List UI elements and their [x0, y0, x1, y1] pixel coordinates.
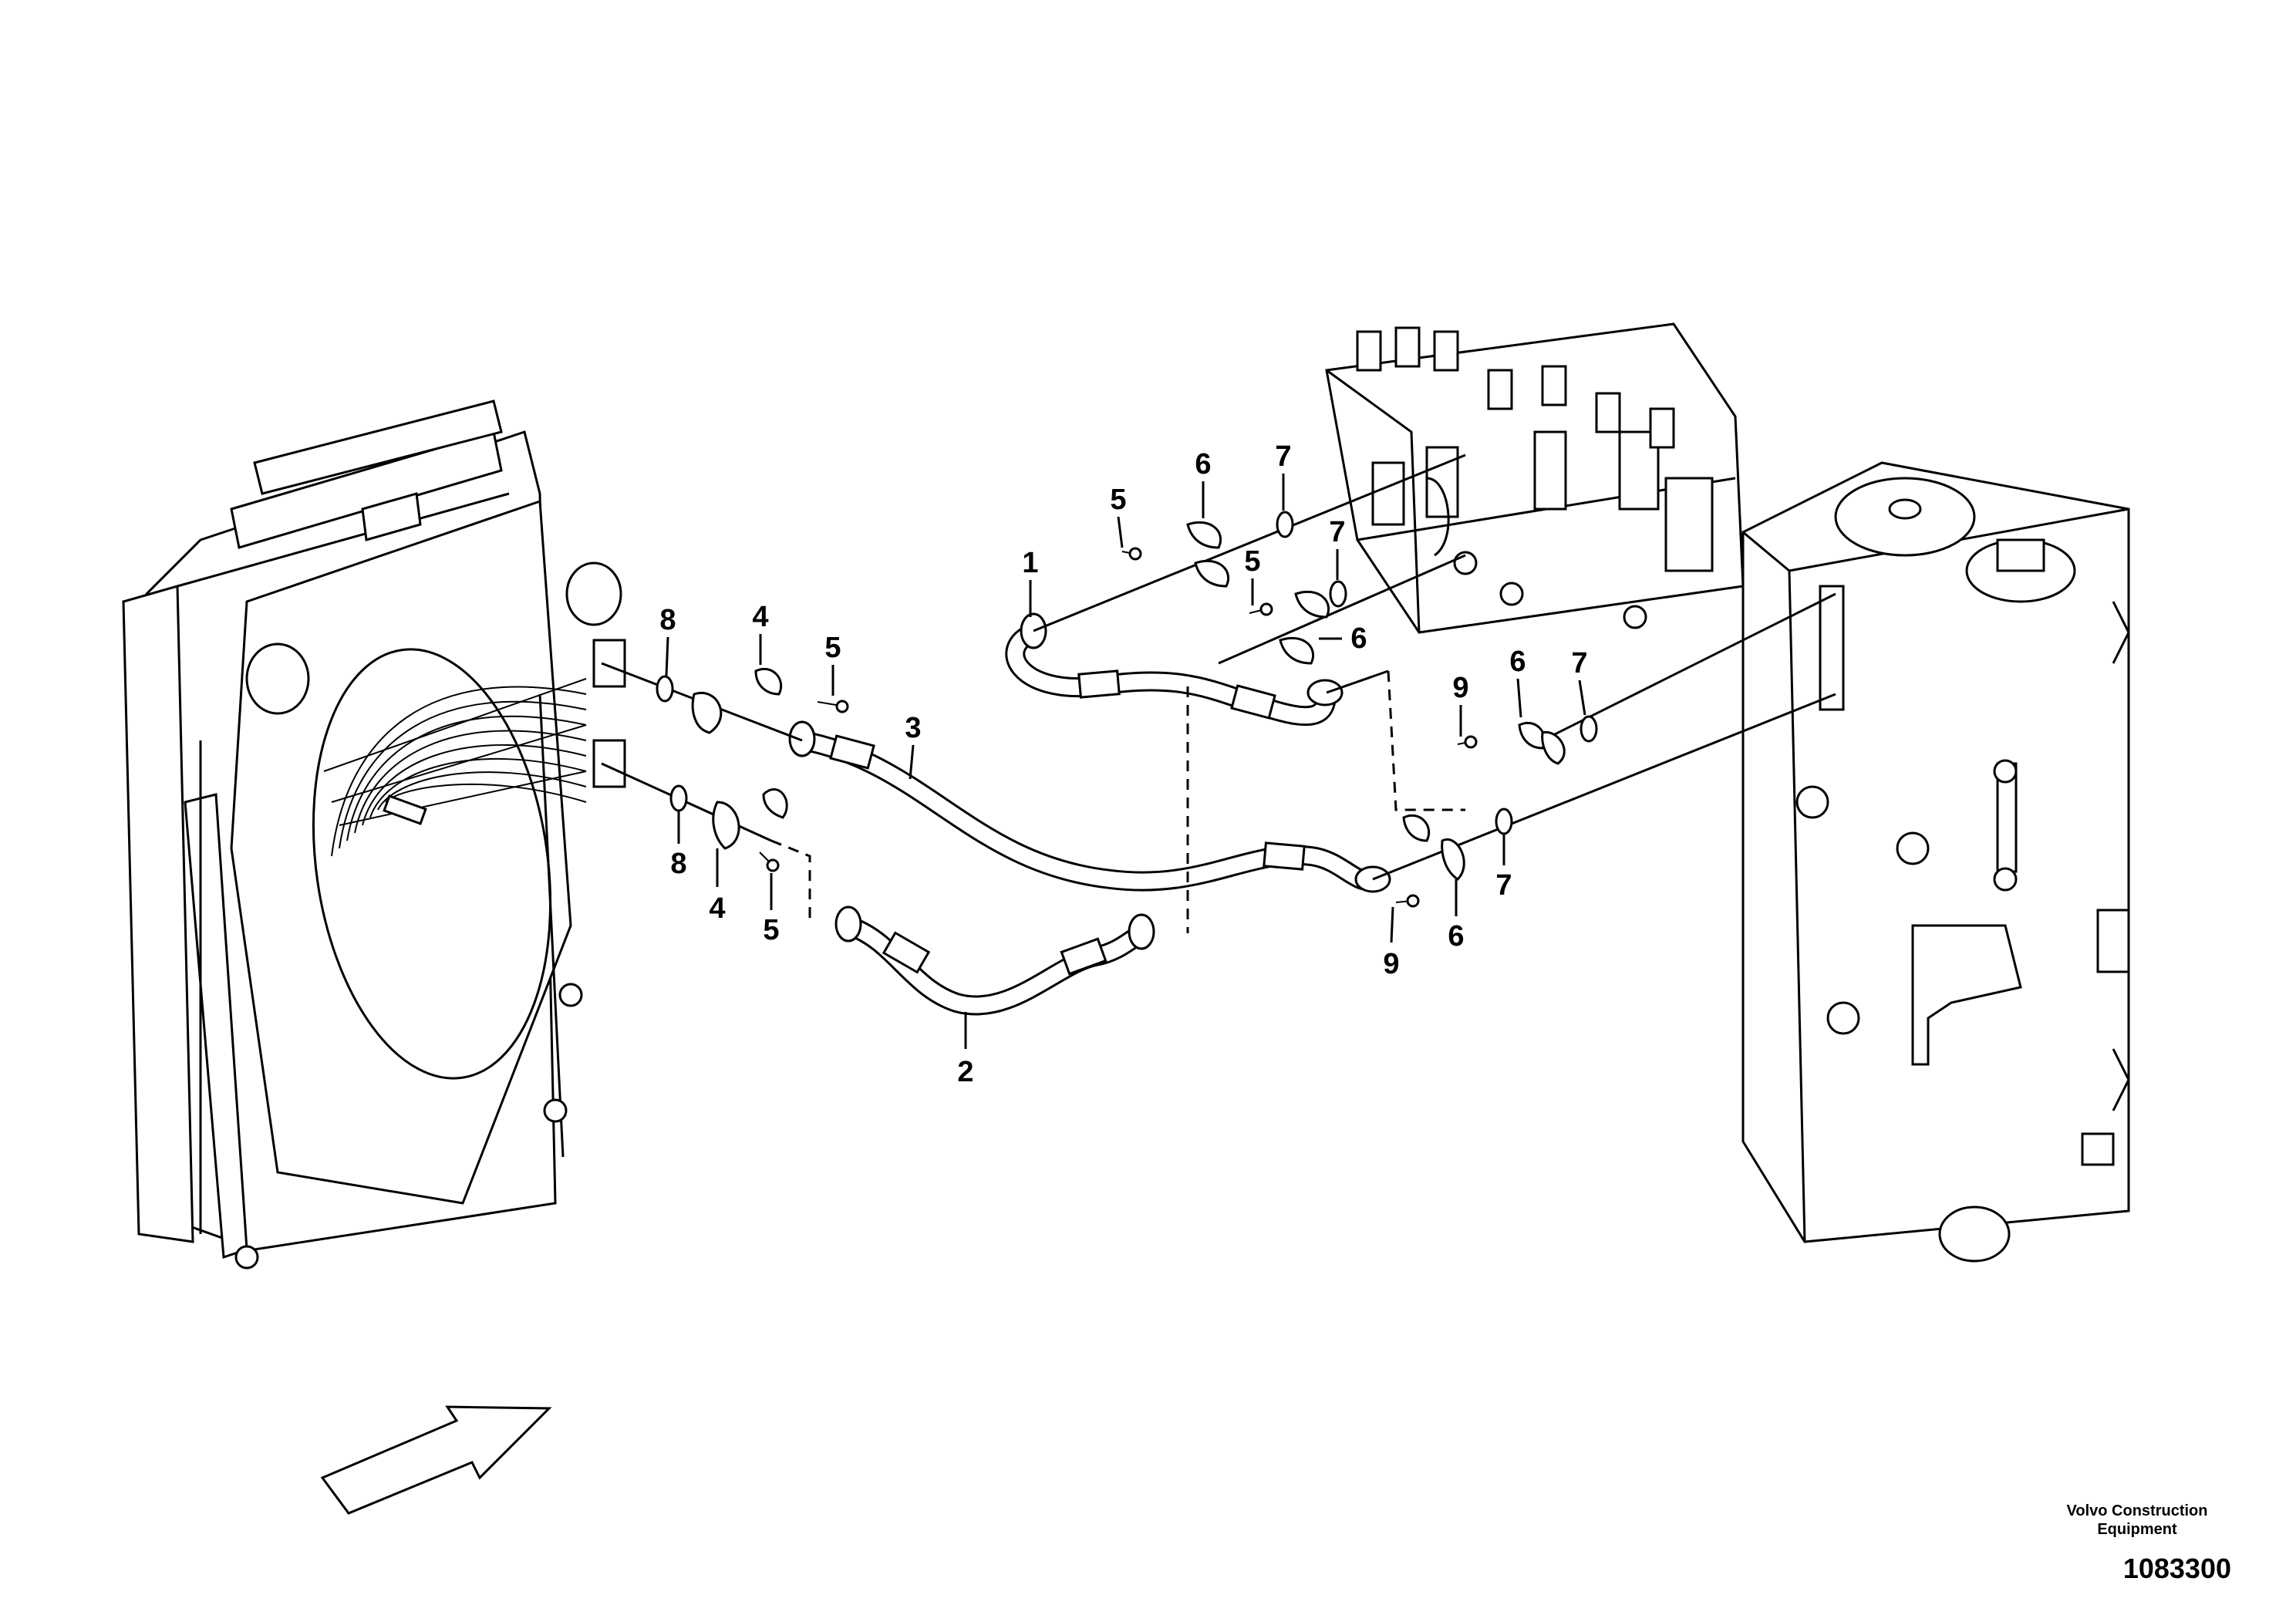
callout-5a: 5 [824, 632, 841, 664]
callout-6c: 6 [1509, 646, 1526, 678]
callout-6a: 6 [1195, 448, 1211, 481]
callout-9a: 9 [1452, 672, 1468, 704]
callout-8a: 8 [659, 604, 676, 636]
control-valve [1325, 322, 1745, 634]
hose-3 [788, 720, 1391, 893]
callout-7a: 7 [1275, 440, 1291, 473]
brand-line-2: Equipment [2097, 1521, 2177, 1538]
callout-3: 3 [905, 712, 921, 744]
hose-2 [834, 905, 1155, 1016]
callout-5d: 5 [1244, 545, 1260, 578]
brand-credit: Volvo Construction Equipment [2045, 1502, 2230, 1539]
radiator-assembly [122, 400, 626, 1270]
callout-4b: 4 [709, 892, 725, 925]
callout-4a: 4 [752, 601, 768, 633]
callout-7c: 7 [1571, 647, 1587, 679]
callout-6d: 6 [1448, 920, 1464, 953]
fittings [656, 511, 1598, 908]
callout-5c: 5 [1110, 484, 1126, 516]
callout-8b: 8 [670, 848, 686, 880]
callout-1: 1 [1022, 547, 1038, 579]
callout-7b: 7 [1329, 516, 1345, 548]
callout-6b: 6 [1350, 622, 1367, 655]
arrow-up-right-icon [320, 1405, 552, 1515]
hose-1 [1005, 612, 1344, 727]
callout-9b: 9 [1383, 948, 1399, 980]
callout-5b: 5 [763, 914, 779, 946]
callout-7d: 7 [1495, 869, 1512, 902]
hydraulic-tank [1741, 461, 2130, 1263]
document-number: 1083300 [2122, 1553, 2231, 1584]
callout-2: 2 [957, 1056, 973, 1088]
brand-line-1: Volvo Construction [2066, 1502, 2208, 1519]
callouts: 1 2 3 4 4 5 5 5 5 6 6 6 6 7 7 7 7 8 8 [659, 440, 1587, 1088]
